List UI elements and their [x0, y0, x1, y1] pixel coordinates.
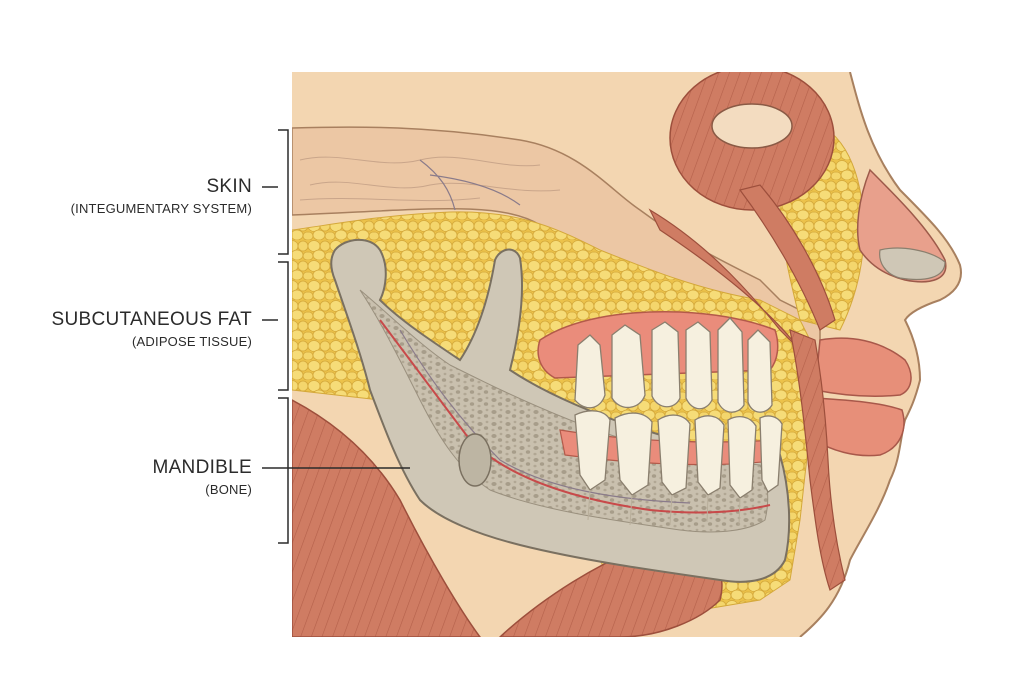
mandibular-foramen	[458, 433, 492, 487]
upper-lip	[814, 337, 912, 397]
fat-bracket	[278, 261, 289, 391]
label-brackets	[278, 129, 289, 544]
upper-molar-2	[611, 324, 646, 409]
face-profile	[800, 72, 992, 637]
neck-muscle	[292, 399, 481, 637]
skin-label: SKIN (INTEGUMENTARY SYSTEM)	[71, 176, 252, 218]
eye-opening	[711, 103, 793, 149]
nostril-cartilage	[879, 247, 946, 281]
mandible-label: MANDIBLE (BONE)	[152, 457, 252, 499]
face-outline	[799, 72, 962, 637]
lower-incisor	[759, 415, 783, 493]
lower-molar-1	[574, 410, 611, 491]
lower-teeth	[574, 410, 783, 499]
alveolar-vessel	[399, 329, 691, 504]
upper-premolar-1	[651, 321, 681, 408]
mandible-bracket	[278, 397, 289, 544]
lower-molar-2	[614, 412, 653, 496]
upper-molar-1	[574, 334, 606, 409]
skin-label-subtitle: (INTEGUMENTARY SYSTEM)	[70, 201, 252, 216]
mandible-label-subtitle: (BONE)	[205, 482, 252, 497]
orbicularis-oris-muscle	[789, 329, 846, 591]
upper-incisor	[747, 329, 773, 413]
skin-vessel	[419, 159, 521, 211]
fat-label-title: SUBCUTANEOUS FAT	[51, 309, 252, 330]
lower-premolar-1	[657, 414, 691, 496]
mandible-label-title: MANDIBLE	[152, 457, 252, 478]
upper-canine	[717, 317, 745, 413]
fat-label-subtitle: (ADIPOSE TISSUE)	[132, 334, 252, 349]
upper-teeth	[574, 317, 773, 413]
skin-bracket	[278, 129, 289, 255]
lower-premolar-2	[694, 415, 725, 496]
mandibular-nerve	[379, 319, 771, 514]
skin-label-title: SKIN	[206, 176, 252, 197]
fat-label: SUBCUTANEOUS FAT (ADIPOSE TISSUE)	[52, 309, 252, 351]
lower-canine	[727, 415, 757, 499]
upper-premolar-2	[685, 321, 713, 410]
buccinator-muscle	[738, 184, 836, 331]
tooth-roots	[587, 489, 741, 526]
lower-lip	[814, 397, 905, 457]
